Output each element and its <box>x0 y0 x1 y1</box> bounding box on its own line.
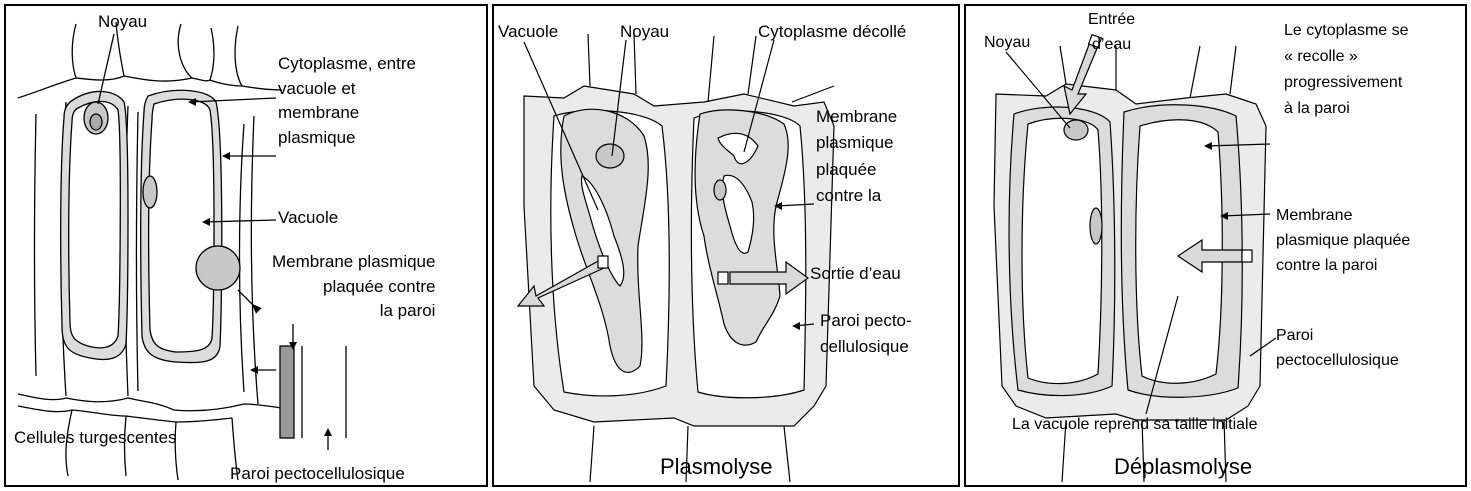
panel-plasmolyse: Vacuole Noyau Cytoplasme décollé Membran… <box>492 4 960 487</box>
label-vacuole: La vacuole reprend sa taille initiale <box>1012 416 1257 435</box>
label-vacuole: Vacuole <box>278 208 338 228</box>
label-water-in: Entrée d’eau <box>1088 8 1135 58</box>
label-cytoplasm: Le cytoplasme se « recolle » progressive… <box>1284 18 1409 122</box>
label-wall: Paroi pectocellulosique <box>230 464 405 484</box>
label-vacuole: Vacuole <box>498 22 558 42</box>
right-vacuole <box>149 99 214 352</box>
label-water-out: Sortie d’eau <box>810 264 901 284</box>
nucleus <box>596 144 624 168</box>
zoom-circle <box>196 246 240 290</box>
plasmolysis-drawing <box>494 6 960 487</box>
left-vacuole <box>69 101 121 347</box>
title-plasmolyse: Plasmolyse <box>660 454 772 480</box>
label-cytoplasm: Cytoplasme, entre vacuole et membrane pl… <box>278 52 416 151</box>
label-wall: Paroi pecto- cellulosique <box>820 308 912 359</box>
title-deplasmolyse: Déplasmolyse <box>1114 454 1252 480</box>
cell-wall <box>18 406 232 422</box>
zoom-wall <box>280 346 294 438</box>
label-cytoplasm: Cytoplasme décollé <box>758 22 906 42</box>
label-membrane: Membrane plasmique plaquée contre la par… <box>1276 204 1410 278</box>
label-nucleus: Noyau <box>984 34 1030 53</box>
nucleus <box>1064 120 1088 140</box>
label-membrane: Membrane plasmique plaquée contre la <box>816 104 897 209</box>
label-wall: Paroi pectocellulosique <box>1276 324 1399 374</box>
label-nucleus: Noyau <box>98 12 147 32</box>
cell-wall <box>18 394 282 411</box>
left-vacuole <box>1022 118 1102 383</box>
panel-turgescent: Noyau Cytoplasme, entre vacuole et membr… <box>4 4 488 487</box>
label-nucleus: Noyau <box>620 22 669 42</box>
nucleus-2 <box>143 176 157 208</box>
label-membrane: Membrane plasmique plaquée contre la par… <box>272 250 435 324</box>
caption-turgescent: Cellules turgescentes <box>14 428 177 448</box>
panel-deplasmolyse: Entrée d’eau Noyau Le cytoplasme se « re… <box>964 4 1467 487</box>
